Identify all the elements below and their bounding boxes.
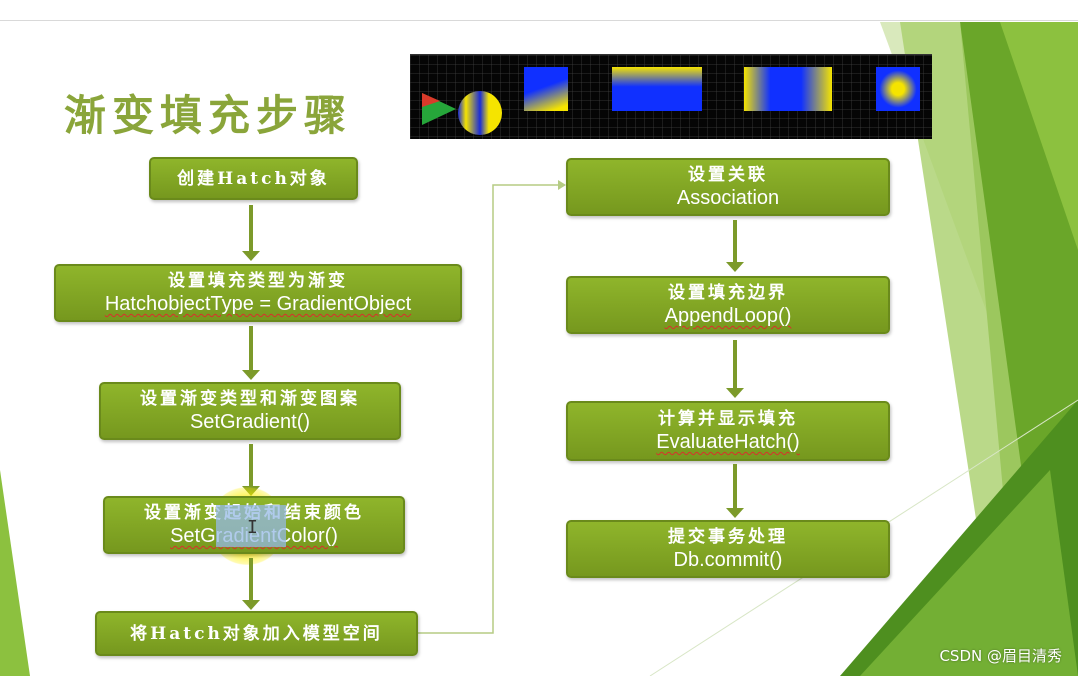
step-create-hatch[interactable]: 创建Hatch对象	[149, 157, 358, 200]
step-label: 设置渐变类型和渐变图案	[140, 389, 360, 409]
play-triangle-icon	[422, 93, 456, 125]
gradient-radial-swatch	[876, 67, 920, 111]
watermark: CSDN @眉目清秀	[939, 647, 1062, 665]
step-label: 提交事务处理	[668, 527, 788, 547]
arrow-down	[726, 464, 744, 518]
step-code: SetGradient()	[189, 411, 311, 433]
step-code: HatchobjectType = GradientObject	[104, 293, 412, 315]
gradient-preview-banner	[410, 54, 932, 139]
step-add-to-model-space[interactable]: 将Hatch对象加入模型空间	[95, 611, 418, 656]
arrow-down	[242, 558, 260, 610]
slide-title: 渐变填充步骤	[64, 91, 353, 140]
gradient-rect-swatch	[612, 67, 702, 111]
step-set-gradient-color[interactable]: 设置渐变起始和结束颜色 SetGradientColor()	[103, 496, 405, 554]
step-label: 设置填充类型为渐变	[168, 271, 348, 291]
step-code: AppendLoop()	[664, 305, 792, 327]
gradient-circle-swatch	[458, 91, 502, 135]
step-commit-transaction[interactable]: 提交事务处理 Db.commit()	[566, 520, 890, 578]
arrow-down	[242, 205, 260, 261]
step-code: EvaluateHatch()	[656, 431, 800, 453]
step-label: 创建Hatch对象	[177, 168, 330, 189]
text-cursor-icon: I	[247, 517, 258, 538]
arrow-down	[726, 340, 744, 398]
gradient-square-swatch	[524, 67, 568, 111]
step-evaluate-hatch[interactable]: 计算并显示填充 EvaluateHatch()	[566, 401, 890, 461]
step-append-loop[interactable]: 设置填充边界 AppendLoop()	[566, 276, 890, 334]
slide-top-border	[0, 20, 1078, 21]
text-selection-highlight	[216, 505, 286, 547]
step-set-fill-type[interactable]: 设置填充类型为渐变 HatchobjectType = GradientObje…	[54, 264, 462, 322]
step-label: 设置填充边界	[668, 283, 788, 303]
step-code: Association	[676, 187, 780, 209]
step-label: 计算并显示填充	[658, 409, 798, 429]
arrow-down	[242, 326, 260, 380]
step-label: 将Hatch对象加入模型空间	[130, 623, 383, 644]
step-code: Db.commit()	[673, 549, 783, 571]
gradient-cylinder-swatch	[744, 67, 832, 111]
step-label: 设置关联	[688, 165, 768, 185]
arrow-down	[726, 220, 744, 272]
step-set-association[interactable]: 设置关联 Association	[566, 158, 890, 216]
step-set-gradient[interactable]: 设置渐变类型和渐变图案 SetGradient()	[99, 382, 401, 440]
